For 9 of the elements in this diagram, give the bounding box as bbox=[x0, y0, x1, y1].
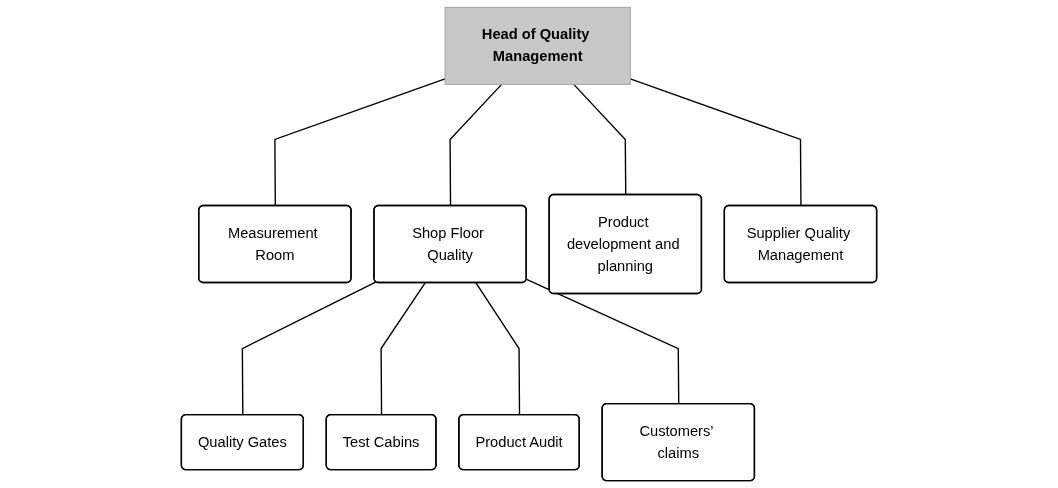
connector bbox=[629, 78, 802, 207]
connector bbox=[573, 83, 627, 196]
connector bbox=[475, 282, 521, 416]
connector bbox=[449, 83, 503, 207]
connector bbox=[241, 281, 377, 416]
node-box: Head of Quality Management bbox=[444, 6, 631, 85]
connector bbox=[380, 282, 426, 416]
connector bbox=[525, 278, 680, 405]
connector bbox=[274, 78, 446, 207]
